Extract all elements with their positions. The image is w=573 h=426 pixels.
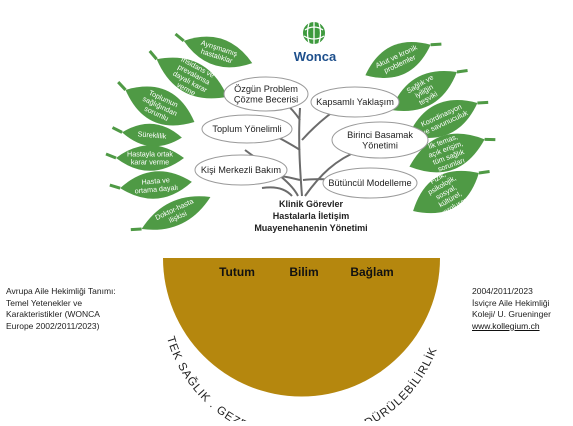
source-left: Avrupa Aile Hekimliği Tanımı: Temel Yete… <box>6 286 146 332</box>
leaf: Akut ve kronikproblemler <box>365 42 442 78</box>
leaf-shape <box>183 36 253 68</box>
root-context: Bağlam <box>350 265 393 279</box>
source-right-line: Koleji/ U. Grueninger <box>472 309 551 319</box>
competency-label: Kapsamlı Yaklaşım <box>316 97 394 107</box>
soil-half-disc <box>163 258 440 397</box>
leaf-tip <box>148 50 158 61</box>
leaf-tip <box>117 81 127 91</box>
source-left-line: Avrupa Aile Hekimliği Tanımı: <box>6 286 116 296</box>
leaf: İlk temas,açık erişim,tüm sağlıksorunlar… <box>409 132 496 174</box>
trunk-line-clinical: Klinik Görevler <box>279 199 344 209</box>
leaf: Doktor-hastailişkisi <box>130 196 211 232</box>
leaf-tip <box>109 183 121 190</box>
leaf-tip <box>111 126 123 134</box>
leaf: Toplumunsağlığındansorumlu <box>117 81 195 126</box>
leaf-shape <box>365 42 431 78</box>
leaf-tip <box>477 100 489 105</box>
leaf-shape <box>116 145 184 171</box>
source-left-line: Temel Yetenekler ve <box>6 297 83 308</box>
competency-bubble: Kapsamlı Yaklaşım <box>310 86 400 118</box>
leaf-shape <box>156 57 228 99</box>
leaf-shape <box>409 133 485 173</box>
trunk-line-communication: Hastalarla İletişim <box>273 211 350 221</box>
root-attitude: Tutum <box>219 265 255 279</box>
leaf-shape <box>125 86 195 126</box>
bubble-shape <box>201 114 293 144</box>
bubble-shape <box>310 86 400 118</box>
leaf: Ayrışmamışhastalıklar <box>174 32 253 68</box>
leaf-shape <box>122 123 182 147</box>
leaf-tip <box>478 169 490 175</box>
leaf-label: Hasta veortama dayalı <box>134 175 179 196</box>
leaf: Süreklilik <box>111 123 182 147</box>
bubble-shape <box>331 121 429 159</box>
source-right-line: 2004/2011/2023 <box>472 286 533 296</box>
competency-bubble: Toplum Yönelimli <box>201 114 293 144</box>
source-left-line: Karakteristikler (WONCA <box>6 309 100 319</box>
source-url-link[interactable]: www.kollegium.ch <box>472 320 540 331</box>
source-right: 2004/2011/2023 İsviçre Aile Hekimliği Ko… <box>472 286 572 332</box>
wonca-logo-text: Wonca <box>294 49 337 64</box>
leaf-tip <box>105 152 117 160</box>
leaf-shape <box>391 71 457 111</box>
competency-label: Kişi Merkezli Bakım <box>201 165 281 175</box>
leaf-tip <box>130 227 142 232</box>
leaf-shape <box>120 171 192 199</box>
competency-label: Toplum Yönelimli <box>212 124 281 134</box>
competency-bubble: Bütüncül Modelleme <box>322 167 418 199</box>
leaf-shape <box>141 196 211 230</box>
competency-label: Bütüncül Modelleme <box>328 178 411 188</box>
leaf: Hasta veortama dayalı <box>109 171 192 199</box>
leaf-shape <box>413 170 479 214</box>
leaf-tip <box>174 32 185 43</box>
leaf-label: Toplumunsağlığındansorumlu <box>138 87 182 126</box>
source-right-line: İsviçre Aile Hekimliği <box>472 297 550 308</box>
competency-bubble: Kişi Merkezli Bakım <box>194 154 288 186</box>
leaf-tip <box>456 68 468 74</box>
leaf-tip <box>430 42 442 47</box>
leaf-tip <box>484 137 496 142</box>
bubble-shape <box>194 154 288 186</box>
leaf-shape <box>408 100 478 138</box>
trunk-line-management: Muayenehanenin Yönetimi <box>254 223 367 233</box>
root-science: Bilim <box>289 265 318 279</box>
bubble-shape <box>223 76 309 112</box>
bubble-shape <box>322 167 418 199</box>
source-left-line: Europe 2002/2011/2023) <box>6 320 100 331</box>
trunk-text: Klinik Görevler Hastalarla İletişim Muay… <box>254 199 367 233</box>
leaf-label: Süreklilik <box>137 129 167 141</box>
wonca-logo: Wonca <box>294 22 337 64</box>
